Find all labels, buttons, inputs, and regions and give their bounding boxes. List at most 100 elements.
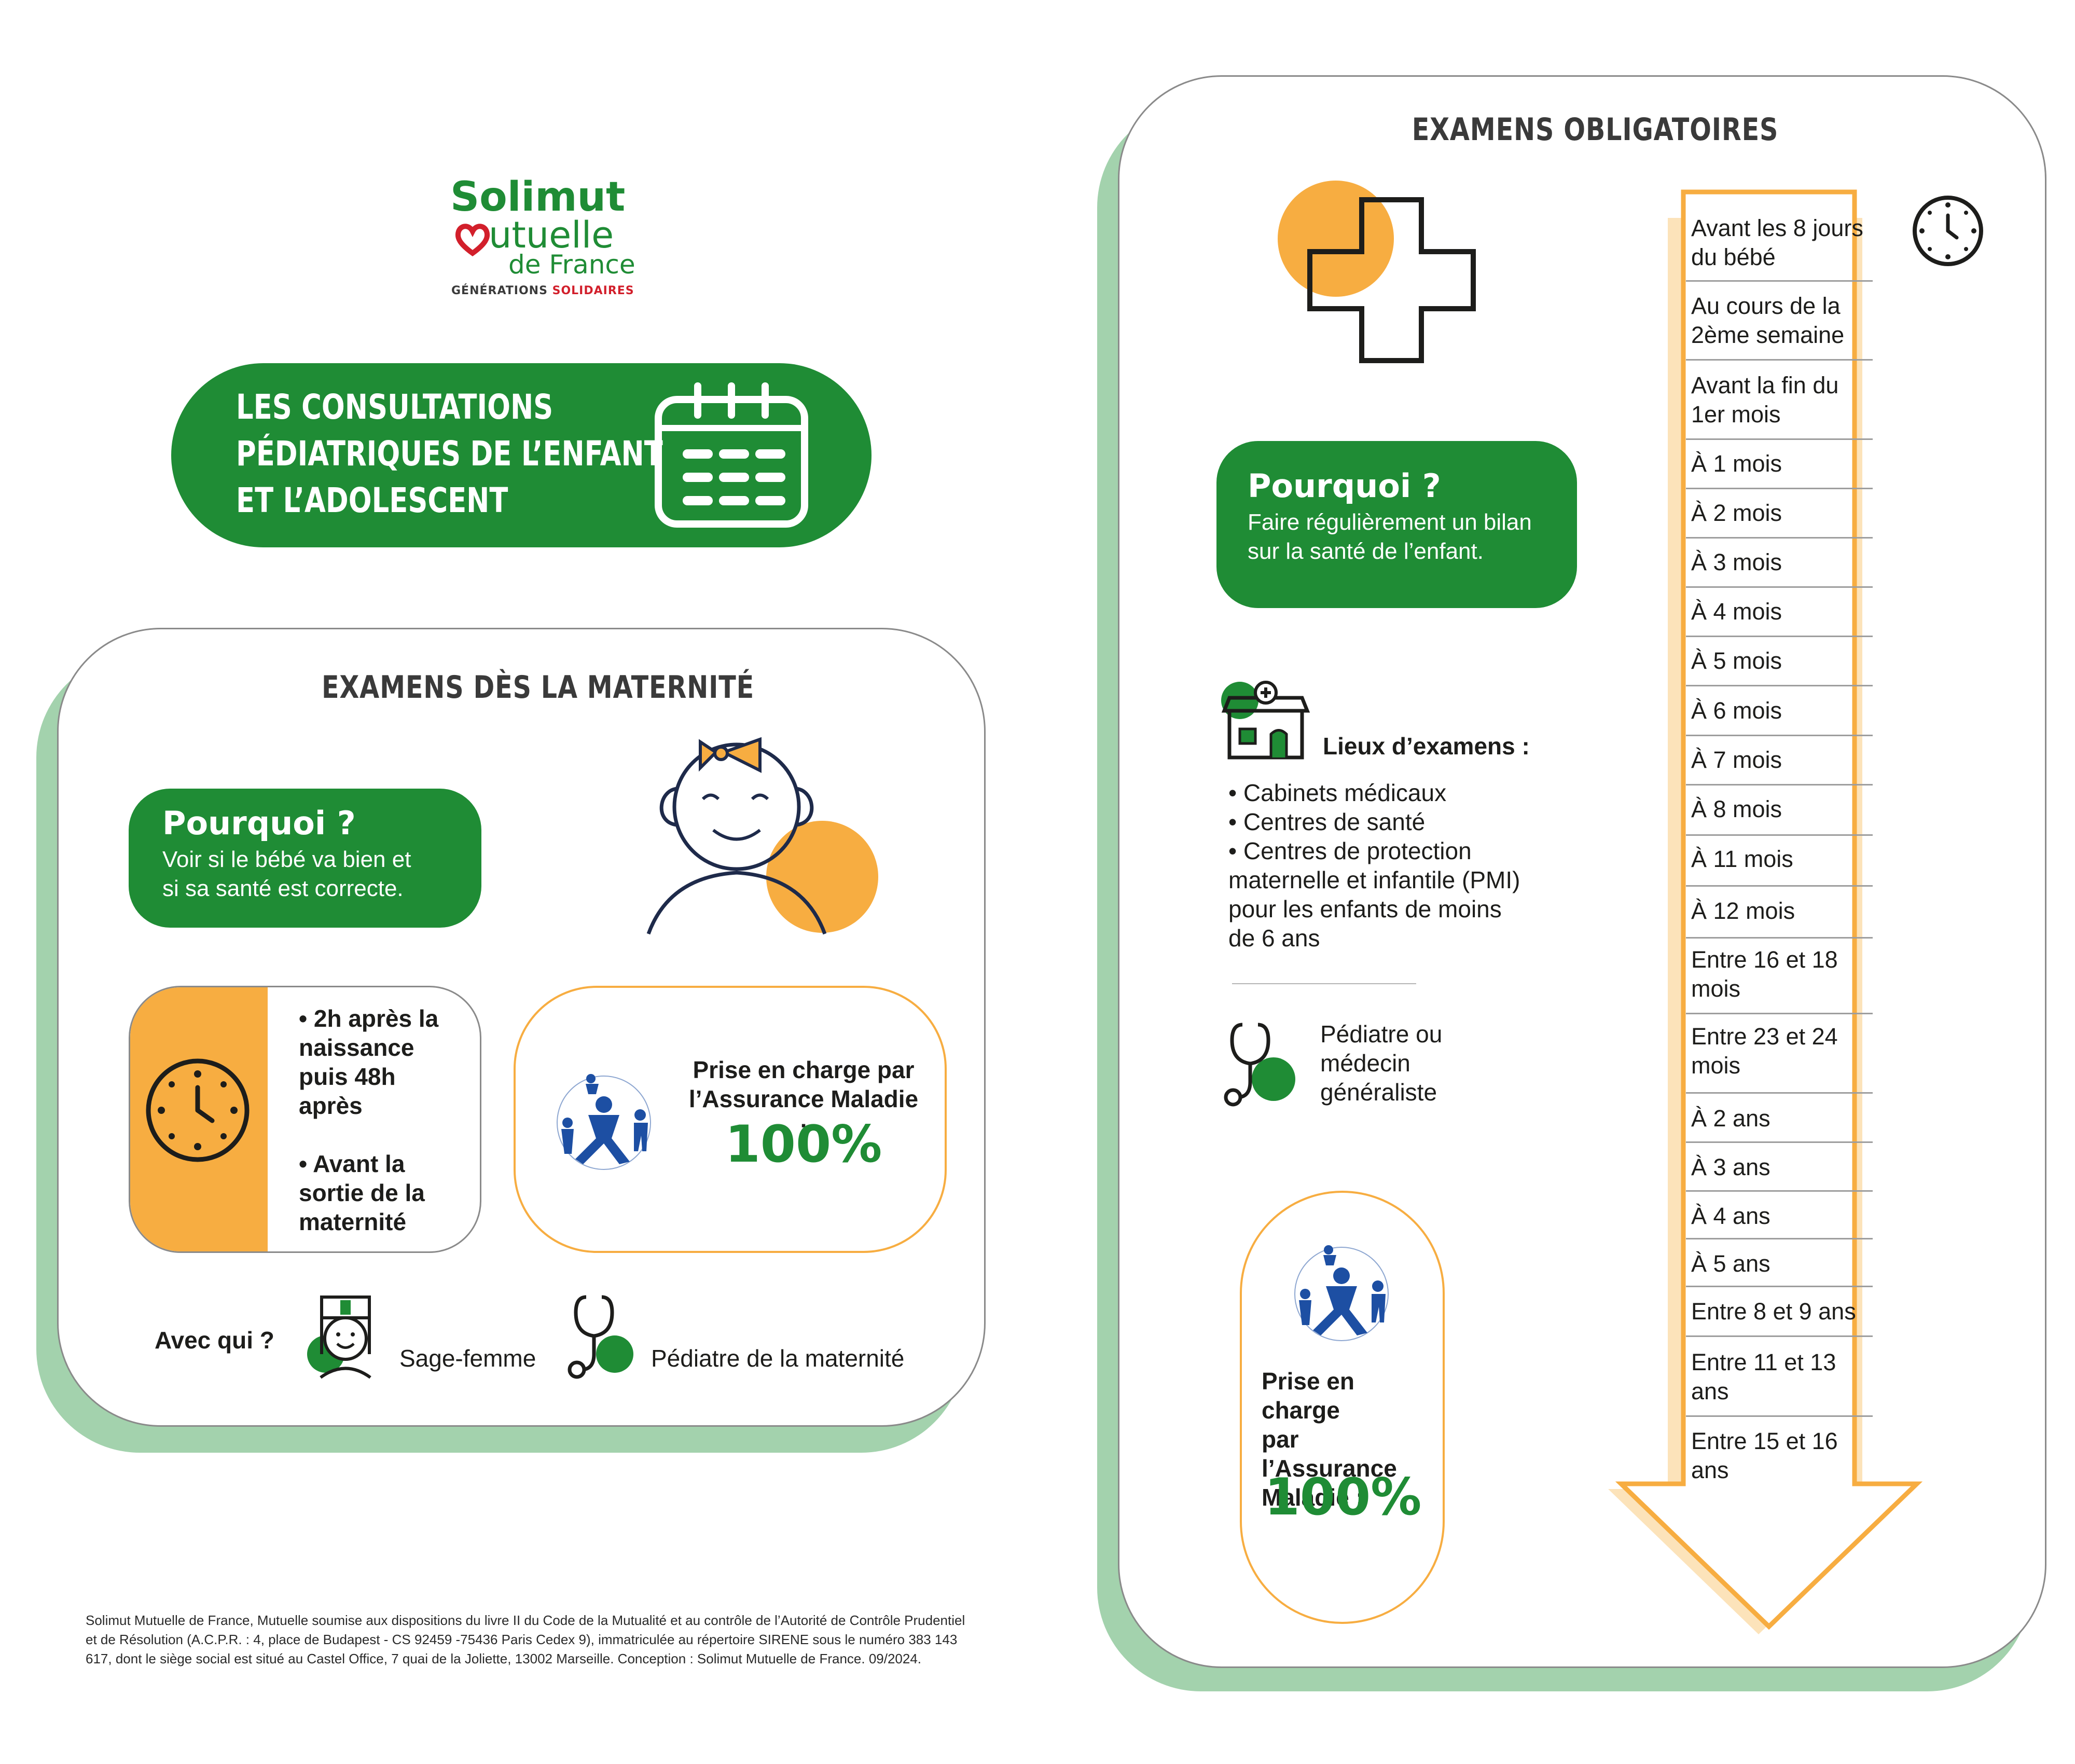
medecin-line: généraliste <box>1320 1079 1437 1106</box>
timeline-separator <box>1686 488 1873 489</box>
timeline-item: À 6 mois <box>1691 697 1782 724</box>
timeline-separator <box>1686 438 1873 440</box>
timeline-separator <box>1686 1335 1873 1337</box>
solimut-logo: Solimut utuelle de France GÉNÉRATIONS SO… <box>450 176 637 301</box>
timeline-item: Avant les 8 jours du bébé <box>1691 215 1863 270</box>
obligatoires-pourquoi-title: Pourquoi ? <box>1248 467 1441 505</box>
maternite-title: EXAMENS DÈS LA MATERNITÉ <box>322 669 755 706</box>
timeline-separator <box>1686 537 1873 539</box>
timeline-item: À 2 mois <box>1691 500 1782 526</box>
maternite-prise-line1: Prise en charge par <box>693 1056 915 1083</box>
obligatoires-prise-line: Prise en charge <box>1262 1368 1354 1424</box>
timeline-item: Entre 11 et 13 ans <box>1691 1349 1836 1404</box>
timeline-separator <box>1686 636 1873 637</box>
logo-tagline-generations: GÉNÉRATIONS <box>451 284 548 297</box>
maternite-pourquoi-line1: Voir si le bébé va bien et <box>162 847 411 872</box>
timeline-item: À 4 mois <box>1691 598 1782 625</box>
timing-line: puis 48h <box>299 1063 396 1090</box>
timeline-item: À 12 mois <box>1691 898 1795 924</box>
timeline-separator <box>1686 359 1873 361</box>
header-title-line1: LES CONSULTATIONS <box>236 387 554 427</box>
lieux-line: • Centres de protection <box>1228 837 1472 864</box>
timeline-item: À 1 mois <box>1691 450 1782 477</box>
obligatoires-percent: 100% <box>1264 1468 1422 1527</box>
timeline-separator <box>1686 1415 1873 1417</box>
timing-list: • 2h après la naissance puis 48h après •… <box>299 1004 475 1236</box>
maternite-percent: 100% <box>725 1115 882 1174</box>
lieux-title: Lieux d’examens : <box>1323 733 1530 760</box>
timing-line: • 2h après la <box>299 1005 439 1032</box>
maternite-prise-box: Prise en charge par l’Assurance Maladie … <box>514 986 947 1253</box>
header-title-line2: PÉDIATRIQUES DE L’ENFANT <box>236 434 663 474</box>
assurance-maladie-logo-icon <box>1294 1245 1389 1341</box>
pediatre-maternite-label: Pédiatre de la maternité <box>651 1345 905 1372</box>
timeline-item: À 2 ans <box>1691 1105 1770 1132</box>
timeline-separator <box>1686 1013 1873 1014</box>
timeline-item: À 3 ans <box>1691 1154 1770 1180</box>
timeline-item: Entre 23 et 24 mois <box>1691 1023 1838 1079</box>
clinic-icon <box>1221 681 1310 760</box>
timeline-item: À 5 mois <box>1691 647 1782 674</box>
obligatoires-card <box>1118 75 2046 1668</box>
logo-solimut-text: Solimut <box>450 174 626 220</box>
obligatoires-title: EXAMENS OBLIGATOIRES <box>1412 112 1779 148</box>
lieux-line: maternelle et infantile (PMI) <box>1228 866 1520 893</box>
timeline-item: À 3 mois <box>1691 549 1782 575</box>
timeline-item: À 8 mois <box>1691 796 1782 822</box>
lieux-line: de 6 ans <box>1228 925 1320 952</box>
timeline-item: À 4 ans <box>1691 1203 1770 1229</box>
midwife-icon <box>307 1296 371 1379</box>
timeline-item: Entre 8 et 9 ans <box>1691 1298 1856 1325</box>
obligatoires-prise-box: Prise en charge par l’Assurance Maladie … <box>1240 1191 1445 1624</box>
legal-footer: Solimut Mutuelle de France, Mutuelle sou… <box>86 1613 965 1666</box>
timeline-item: À 5 ans <box>1691 1250 1770 1277</box>
logo-tagline-solidaires: SOLIDAIRES <box>552 284 634 297</box>
logo-mutuelle-text: utuelle <box>489 214 614 256</box>
timeline-separator <box>1686 1286 1873 1287</box>
maternite-pourquoi-line2: si sa santé est correcte. <box>162 876 404 901</box>
timeline-separator <box>1686 937 1873 939</box>
stethoscope-icon <box>1224 1023 1295 1107</box>
assurance-maladie-logo-icon <box>557 1074 651 1170</box>
timeline-separator <box>1686 885 1873 887</box>
maternite-pourquoi-box: Pourquoi ? Voir si le bébé va bien et si… <box>129 789 481 928</box>
timeline-item: Au cours de la 2ème semaine <box>1691 293 1845 348</box>
timeline-separator <box>1686 834 1873 836</box>
stethoscope-icon <box>568 1295 633 1379</box>
timeline-separator <box>1686 1238 1873 1239</box>
maternite-prise-line2: l’Assurance Maladie : <box>688 1085 919 1141</box>
maternite-pourquoi-title: Pourquoi ? <box>162 804 356 842</box>
timeline-item: À 7 mois <box>1691 747 1782 773</box>
maternite-timing-box: • 2h après la naissance puis 48h après •… <box>129 986 481 1253</box>
obligatoires-pourquoi-line2: sur la santé de l’enfant. <box>1248 539 1484 564</box>
lieux-line: • Centres de santé <box>1228 808 1426 835</box>
heart-icon <box>455 224 490 257</box>
obligatoires-prise-line: Maladie : <box>1262 1484 1364 1511</box>
timer-icon <box>1913 196 1983 266</box>
baby-icon <box>646 737 878 935</box>
medical-cross-icon <box>1278 181 1476 363</box>
obligatoires-pourquoi-line1: Faire régulièrement un bilan <box>1248 509 1532 535</box>
lieux-line: pour les enfants de moins <box>1228 895 1502 922</box>
timeline-arrow <box>1608 189 1923 1634</box>
timing-line: sortie de la <box>299 1179 425 1206</box>
lieux-divider <box>1232 983 1416 984</box>
header-title-line3: ET L’ADOLESCENT <box>236 480 508 520</box>
timeline-separator <box>1686 1092 1873 1094</box>
logo-france-text: de France <box>508 250 635 280</box>
timeline-item: À 11 mois <box>1691 846 1793 872</box>
clock-icon <box>146 1058 250 1162</box>
timeline-item: Entre 15 et 16 ans <box>1691 1428 1838 1483</box>
timeline-separator <box>1686 685 1873 686</box>
timing-line: • Avant la <box>299 1150 405 1177</box>
timing-line: naissance <box>299 1034 414 1061</box>
obligatoires-prise-line: par l’Assurance <box>1262 1426 1397 1482</box>
timing-line: maternité <box>299 1208 407 1235</box>
timeline-separator <box>1686 735 1873 736</box>
timeline-separator <box>1686 1190 1873 1192</box>
obligatoires-prise-text: Prise en charge par l’Assurance Maladie … <box>1262 1367 1438 1512</box>
logo-tagline: GÉNÉRATIONS SOLIDAIRES <box>451 284 634 297</box>
avec-qui-label: Avec qui ? <box>155 1327 274 1354</box>
timeline-separator <box>1686 1141 1873 1143</box>
timeline-separator <box>1686 280 1873 282</box>
